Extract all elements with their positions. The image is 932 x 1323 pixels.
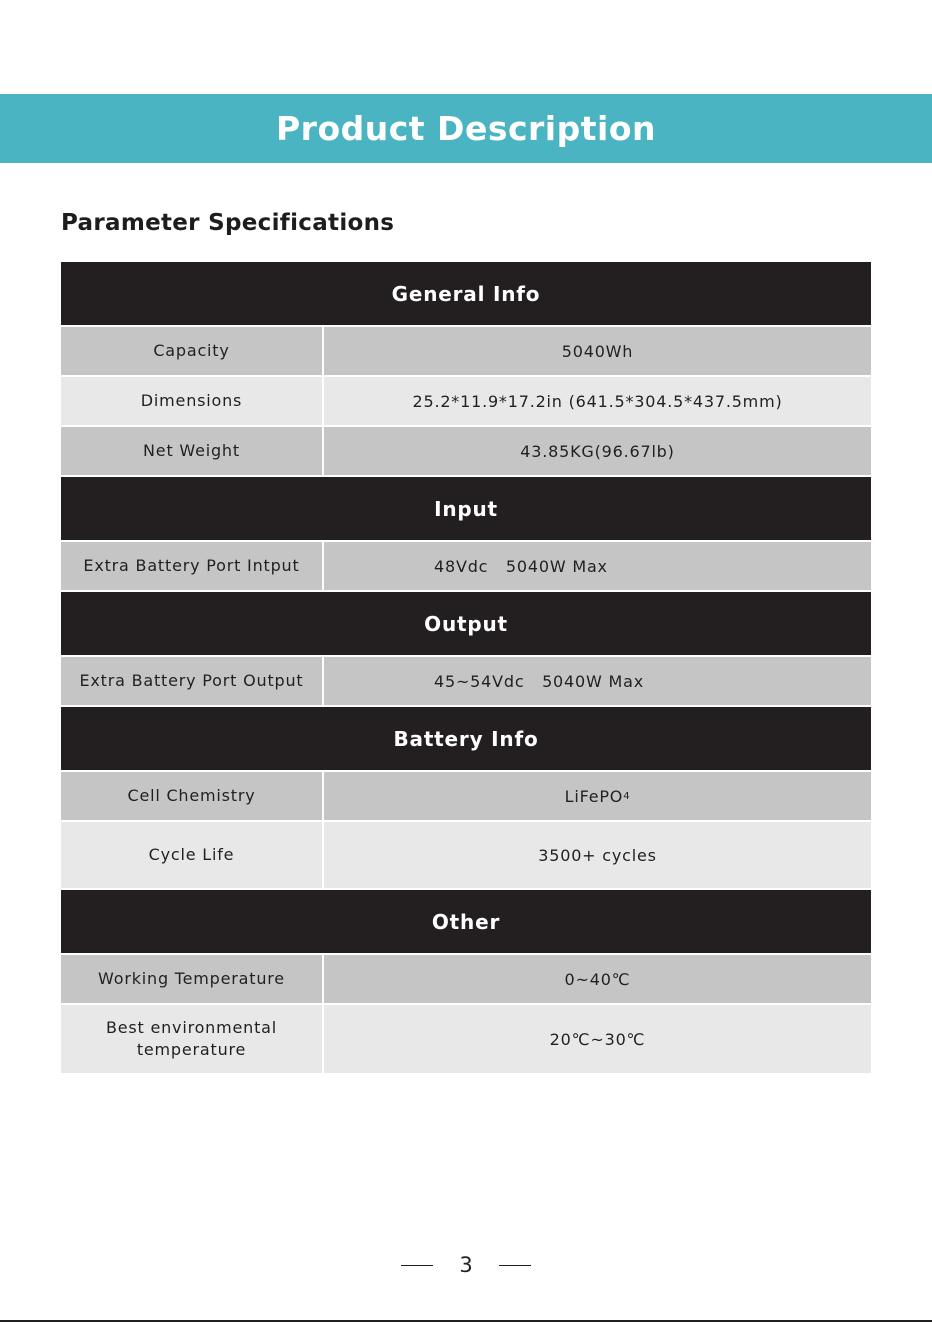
table-row: Capacity 5040Wh [61, 327, 871, 377]
table-row: Working Temperature 0~40℃ [61, 955, 871, 1005]
group-header-output: Output [61, 592, 871, 657]
page-number: 3 [0, 1253, 932, 1277]
row-label: Extra Battery Port Intput [61, 542, 324, 590]
row-label: Capacity [61, 327, 324, 375]
row-value: 48Vdc 5040W Max [324, 542, 871, 590]
row-value: 25.2*11.9*17.2in (641.5*304.5*437.5mm) [324, 377, 871, 425]
row-label-line2: temperature [136, 1040, 247, 1059]
row-value: 0~40℃ [324, 955, 871, 1003]
table-row: Extra Battery Port Intput 48Vdc 5040W Ma… [61, 542, 871, 592]
row-value: 20℃~30℃ [324, 1005, 871, 1073]
row-label: Net Weight [61, 427, 324, 475]
chemistry-text: LiFePO [564, 786, 624, 806]
row-label-line1: Best environmental [105, 1018, 278, 1037]
page-number-text: 3 [459, 1253, 473, 1277]
bottom-divider [0, 1320, 932, 1322]
banner-title: Product Description [275, 109, 656, 148]
group-header-other: Other [61, 890, 871, 955]
table-row: Extra Battery Port Output 45~54Vdc 5040W… [61, 657, 871, 707]
row-label: Cell Chemistry [61, 772, 324, 820]
row-label: Cycle Life [61, 822, 324, 888]
title-banner: Product Description [0, 94, 932, 163]
chemistry-subscript: 4 [623, 790, 631, 802]
group-header-general: General Info [61, 262, 871, 327]
section-title: Parameter Specifications [61, 210, 395, 236]
row-value: 45~54Vdc 5040W Max [324, 657, 871, 705]
page-number-line-right [498, 1264, 531, 1266]
table-row: Net Weight 43.85KG(96.67lb) [61, 427, 871, 477]
row-label: Working Temperature [61, 955, 324, 1003]
group-header-input: Input [61, 477, 871, 542]
row-label: Dimensions [61, 377, 324, 425]
table-row: Cycle Life 3500+ cycles [61, 822, 871, 890]
row-label: Extra Battery Port Output [61, 657, 324, 705]
row-value: 43.85KG(96.67lb) [324, 427, 871, 475]
row-value: 3500+ cycles [324, 822, 871, 888]
group-header-battery: Battery Info [61, 707, 871, 772]
table-row: Dimensions 25.2*11.9*17.2in (641.5*304.5… [61, 377, 871, 427]
row-value: 5040Wh [324, 327, 871, 375]
row-label: Best environmental temperature [61, 1005, 324, 1073]
page-number-line-left [401, 1264, 434, 1266]
table-row: Best environmental temperature 20℃~30℃ [61, 1005, 871, 1073]
spec-table: General Info Capacity 5040Wh Dimensions … [61, 262, 871, 1073]
